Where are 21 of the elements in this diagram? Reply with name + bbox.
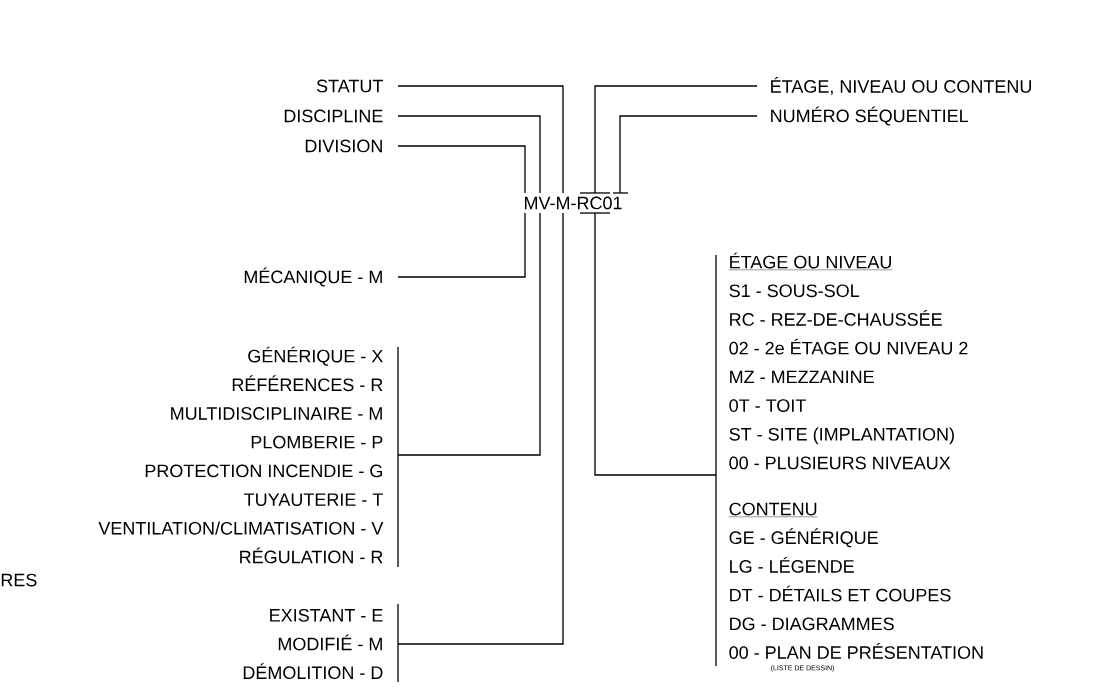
field-label: MÉCANIQUE - M (244, 267, 382, 287)
field-label: DISCIPLINE (284, 109, 383, 123)
option-list: ÉTAGE OU NIVEAU S1 - SOUS-SOL RC - REZ-DE-CHAUSSÉE 02 - 2e ÉTAGE OU NIVEAU 2 MZ - MEZZANINE 0T - TOIT ST - SITE (IMPLANTATION) 00 - PLUSIEURS NIVEAUX (728, 252, 968, 470)
option-list: GÉNÉRIQUE - X RÉFÉRENCES - R MULTIDISCIPLINAIRE - M PLOMBERIE - P PROTECTION INCENDIE - G TUYAUTERIE - T VENTILATION/CLIMATISATION - V RÉGULATION - R (98, 346, 384, 564)
field-label: STATUT (316, 79, 383, 93)
cropped-text: RES (1, 573, 37, 587)
leader-line (619, 115, 758, 194)
field-label: DIVISION (305, 139, 382, 153)
leader-line (397, 212, 564, 645)
field-label: ÉTAGE, NIVEAU OU CONTENU (771, 77, 1031, 95)
leader-line (397, 115, 541, 194)
option-list: CONTENU GE - GÉNÉRIQUE LG - LÉGENDE DT - DÉTAILS ET COUPES DG - DIAGRAMMES 00 - PLAN DE PRÉSENTATION (728, 502, 983, 659)
leader-line (397, 212, 541, 456)
leader-line (594, 85, 758, 194)
option-list: EXISTANT - E MODIFIÉ - M DÉMOLITION - D (243, 608, 383, 680)
leader-line (397, 145, 526, 194)
code-text: MV-M-RC01 (525, 196, 622, 210)
field-label: NUMÉRO SÉQUENTIEL (771, 106, 969, 126)
leader-line (397, 85, 564, 194)
leader-line (397, 212, 526, 278)
leader-line (594, 212, 717, 476)
